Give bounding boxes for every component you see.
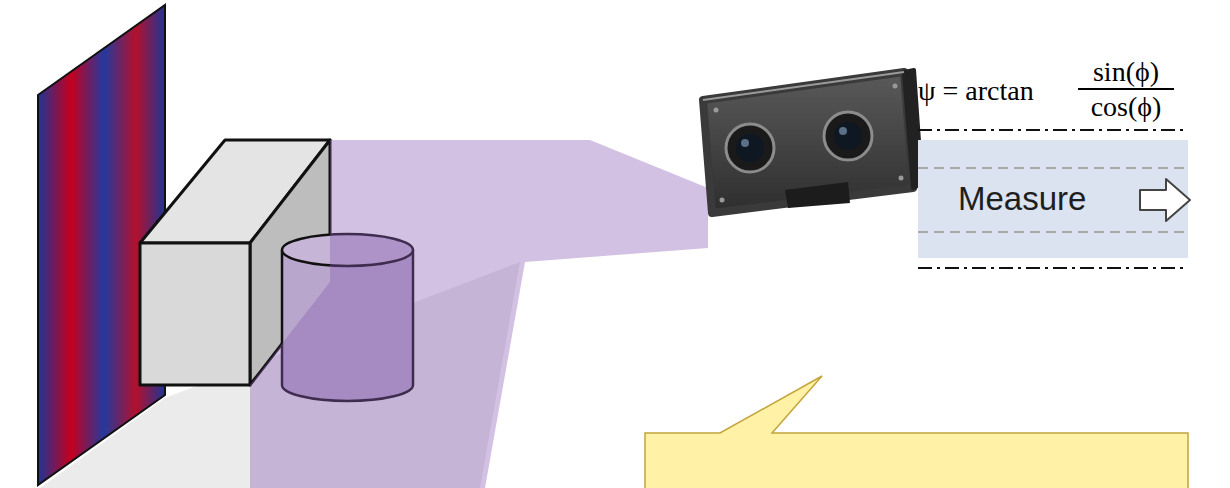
stereo-camera: [703, 70, 922, 213]
dashdot-line: [918, 129, 1188, 131]
formula-lhs: ψ = arctan: [918, 75, 1034, 107]
hollow-arrow: [1140, 179, 1190, 221]
formula-numerator: sin(ϕ): [1093, 56, 1159, 88]
formula-denominator: cos(ϕ): [1091, 91, 1162, 123]
callout-bubble: [645, 376, 1188, 488]
fraction-bar: [1078, 88, 1174, 90]
measure-band: Measure: [918, 140, 1188, 258]
dashdot-line: [918, 267, 1188, 269]
dashed-line: [918, 231, 1188, 233]
view-frustum-outline: [250, 140, 708, 488]
dashed-line: [918, 167, 1188, 169]
band-label: Measure: [958, 181, 1086, 217]
view-frustum: [250, 140, 708, 488]
